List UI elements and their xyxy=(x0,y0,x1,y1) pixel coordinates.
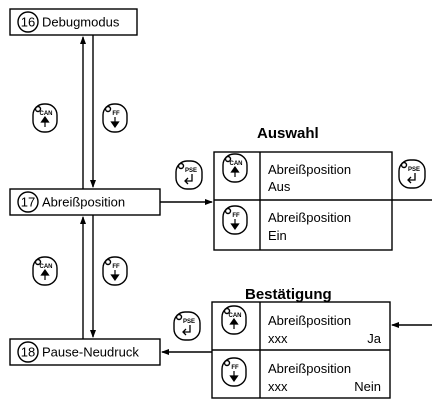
pse-enter-key: PSE xyxy=(175,160,203,190)
bestaetigung-option2-line1: Abreißposition xyxy=(268,361,351,376)
auswahl-option1-line1: Abreißposition xyxy=(268,162,351,177)
ff-down-key: FF xyxy=(102,103,128,133)
step-number-17: 17 xyxy=(21,195,35,210)
menu-item-abreissposition: 17 Abreißposition xyxy=(9,188,161,216)
menu-item-pause-neudruck: 18 Pause-Neudruck xyxy=(9,338,161,366)
step-number-circle xyxy=(17,11,39,33)
svg-text:FF: FF xyxy=(112,111,120,117)
step-number-circle xyxy=(17,341,39,363)
svg-text:PSE: PSE xyxy=(408,167,420,173)
can-up-key: CAN xyxy=(221,305,247,335)
step-number-circle xyxy=(17,191,39,213)
menu-label-abreissposition: Abreißposition xyxy=(42,195,125,210)
svg-text:CAN: CAN xyxy=(230,161,243,167)
step-number-16: 16 xyxy=(21,15,35,30)
can-up-key: CAN xyxy=(32,256,58,286)
navigation-arrows xyxy=(80,35,96,339)
auswahl-option1-line2: Aus xyxy=(268,179,291,194)
ff-down-key: FF xyxy=(102,256,128,286)
bestaetigung-option1-line1: Abreißposition xyxy=(268,313,351,328)
ff-down-key: FF xyxy=(222,205,248,235)
can-up-key: CAN xyxy=(32,103,58,133)
menu-label-debugmodus: Debugmodus xyxy=(42,15,120,30)
svg-text:FF: FF xyxy=(232,213,240,219)
step-number-18: 18 xyxy=(21,345,35,360)
auswahl-option2-line2: Ein xyxy=(268,228,287,243)
can-up-key: CAN xyxy=(222,153,248,183)
svg-text:PSE: PSE xyxy=(183,319,195,325)
svg-text:FF: FF xyxy=(112,264,120,270)
ff-down-key: FF xyxy=(221,357,247,387)
auswahl-title: Auswahl xyxy=(257,125,319,142)
svg-text:PSE: PSE xyxy=(185,168,197,174)
svg-text:FF: FF xyxy=(231,365,239,371)
menu-label-pause-neudruck: Pause-Neudruck xyxy=(42,345,139,360)
auswahl-option2-line1: Abreißposition xyxy=(268,210,351,225)
bestaetigung-option2-line2-right: Nein xyxy=(354,379,381,394)
bestaetigung-title: Bestätigung xyxy=(245,286,332,303)
svg-text:CAN: CAN xyxy=(40,111,53,117)
pse-enter-key: PSE xyxy=(173,311,201,341)
bestaetigung-option1-line2-right: Ja xyxy=(367,331,382,346)
svg-text:CAN: CAN xyxy=(229,313,242,319)
menu-item-debugmodus: 16 Debugmodus xyxy=(9,8,138,36)
svg-text:CAN: CAN xyxy=(40,264,53,270)
pse-enter-key: PSE xyxy=(398,159,426,189)
bestaetigung-option2-line2-left: xxx xyxy=(268,379,288,394)
bestaetigung-option1-line2-left: xxx xyxy=(268,331,288,346)
